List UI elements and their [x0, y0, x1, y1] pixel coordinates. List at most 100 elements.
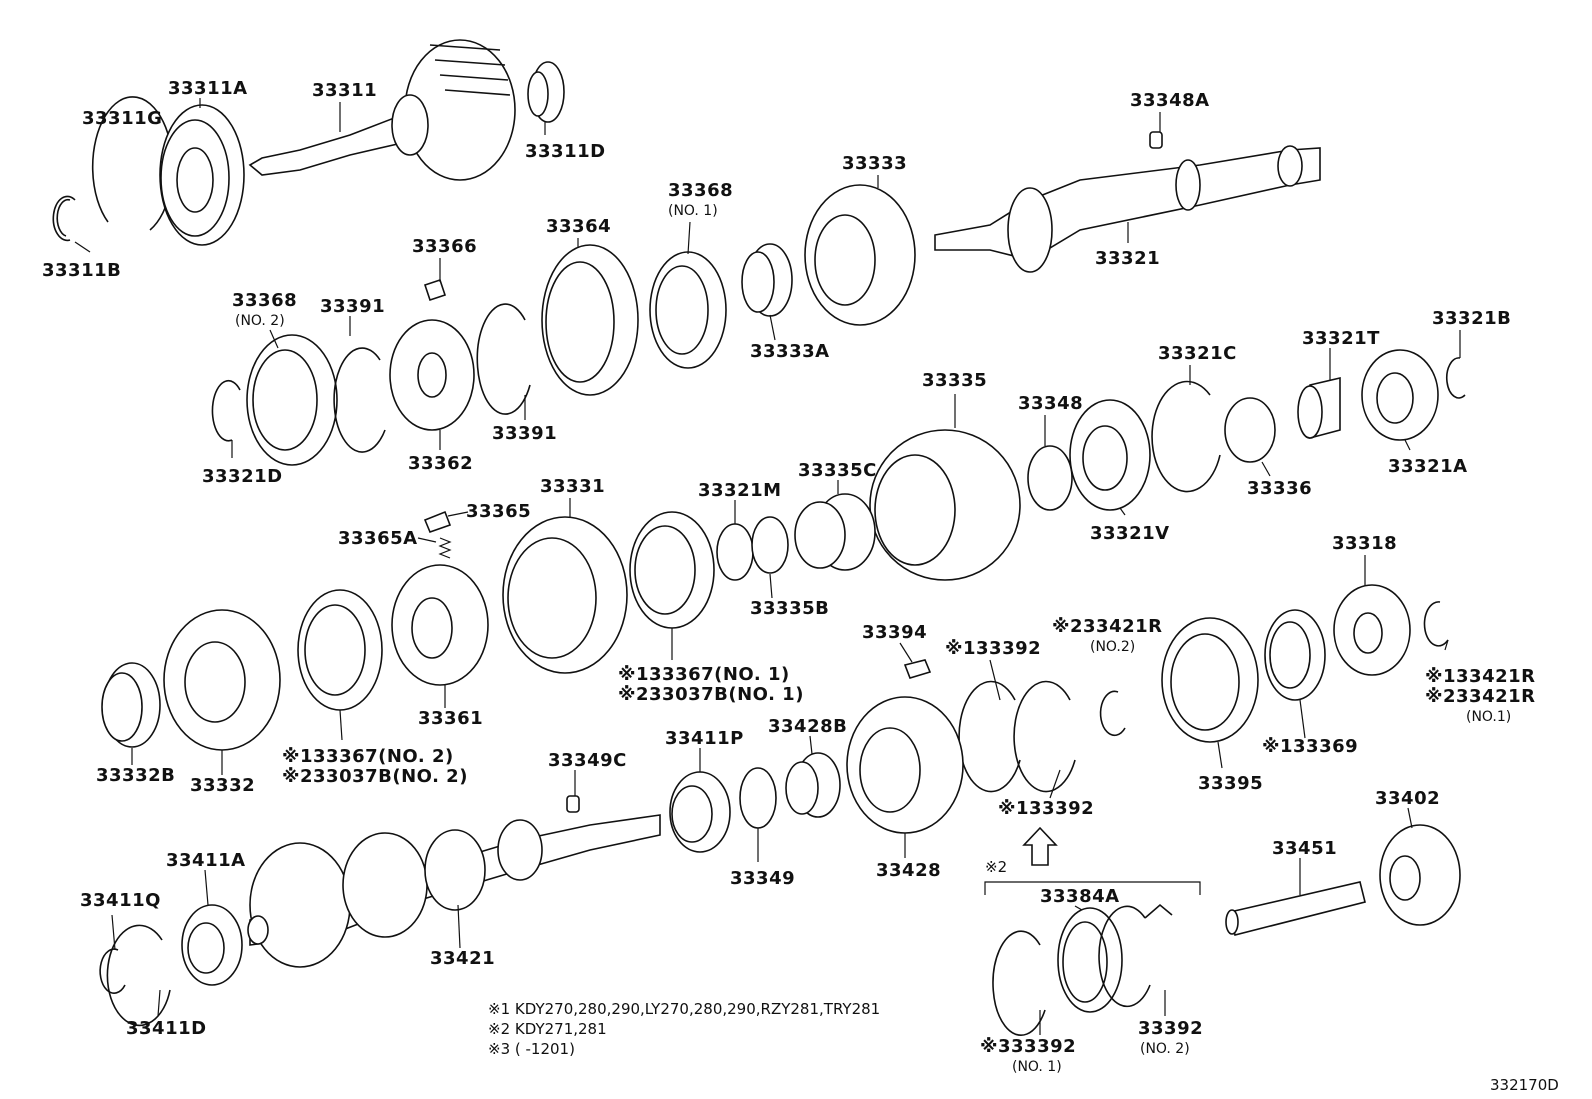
snap-ring-33421R-no2[interactable]	[1099, 690, 1126, 737]
label-33333: 33333	[842, 153, 908, 174]
bearing-33321A[interactable]	[1361, 349, 1439, 441]
label-33411Q: 33411Q	[80, 890, 161, 911]
label-33321A: 33321A	[1388, 456, 1468, 477]
shifting-key-33365[interactable]	[423, 510, 452, 534]
shifting-key-spring-33391a[interactable]	[333, 347, 386, 453]
snap-ring-33392-no2[interactable]	[1098, 903, 1173, 1008]
footnote-3: ※3 ( -1201)	[488, 1040, 575, 1058]
label-33335B: 33335B	[750, 598, 830, 619]
pin-33348A[interactable]	[1149, 131, 1163, 149]
counter-shaft-33421[interactable]	[247, 814, 661, 968]
synchronizer-ring-33369[interactable]	[1264, 609, 1326, 701]
label-33392-no2-sub: (NO. 2)	[1140, 1041, 1190, 1057]
label-33411P: 33411P	[665, 728, 744, 749]
snap-ring-33311B[interactable]	[52, 195, 76, 242]
synchronizer-ring-33368-no1[interactable]	[649, 251, 727, 369]
needle-bearing-33333A[interactable]	[741, 243, 793, 317]
label-33321B: 33321B	[1432, 308, 1512, 329]
gear-33333[interactable]	[804, 184, 916, 326]
label-33369: ※133369	[1262, 736, 1359, 757]
ring-33384A[interactable]	[1057, 907, 1123, 1013]
spacer-33348[interactable]	[1027, 445, 1073, 511]
footnote-2: ※2 KDY271,281	[488, 1020, 607, 1038]
gear-33332[interactable]	[163, 609, 281, 751]
label-33318: 33318	[1332, 533, 1398, 554]
label-33311G: 33311G	[82, 108, 163, 129]
input-shaft-33311[interactable]	[248, 39, 516, 181]
snap-ring-33421R-no1[interactable]	[1423, 601, 1449, 647]
synchronizer-ring-33367-no1[interactable]	[629, 511, 715, 629]
needle-bearing-33428B[interactable]	[785, 752, 841, 818]
label-33451: 33451	[1272, 838, 1338, 859]
bearing-33411P[interactable]	[669, 771, 731, 853]
ring-33321M[interactable]	[716, 523, 754, 581]
label-33391b: 33391	[492, 423, 558, 444]
output-shaft-33321[interactable]	[934, 145, 1321, 273]
label-33428B: 33428B	[768, 716, 848, 737]
label-33311D: 33311D	[525, 141, 606, 162]
label-33335C: 33335C	[798, 460, 877, 481]
gear-33428[interactable]	[846, 696, 964, 834]
label-33321T: 33321T	[1302, 328, 1380, 349]
hub-sleeve-33364[interactable]	[541, 244, 639, 396]
hub-sleeve-33361[interactable]	[391, 564, 489, 686]
ring-33335B[interactable]	[751, 516, 789, 574]
spring-33365A[interactable]	[438, 537, 452, 559]
needle-bearing-33332B[interactable]	[101, 662, 161, 748]
needle-bearing-33335C[interactable]	[794, 493, 876, 571]
snap-ring-33411Q[interactable]	[99, 948, 126, 994]
shifting-key-33394[interactable]	[903, 659, 932, 679]
snap-ring-33321C[interactable]	[1151, 380, 1221, 493]
snap-ring-33392-no1[interactable]	[992, 930, 1046, 1036]
collar-33321T[interactable]	[1297, 376, 1341, 440]
label-33332: 33332	[190, 775, 256, 796]
snap-ring-33321B[interactable]	[1445, 357, 1466, 399]
hub-sleeve-33331[interactable]	[502, 516, 628, 674]
ring-33349[interactable]	[739, 767, 777, 829]
shifting-key-33366[interactable]	[423, 278, 447, 302]
label-mark2: ※2	[985, 858, 1008, 876]
reverse-idler-shaft-33451[interactable]	[1225, 881, 1366, 936]
reverse-idler-gear-33402[interactable]	[1379, 824, 1461, 926]
label-33336: 33336	[1247, 478, 1313, 499]
synchronizer-ring-33368-no2[interactable]	[246, 334, 338, 466]
bearing-33411A[interactable]	[181, 904, 243, 986]
gear-33336[interactable]	[1224, 397, 1276, 463]
hub-sleeve-33362[interactable]	[389, 319, 475, 431]
arrow-up	[1022, 826, 1058, 866]
label-33391a: 33391	[320, 296, 386, 317]
label-33392-mid: ※133392	[998, 798, 1095, 819]
label-33321V: 33321V	[1090, 523, 1170, 544]
label-33321C: 33321C	[1158, 343, 1237, 364]
snap-ring-33321D[interactable]	[211, 380, 241, 442]
label-33349: 33349	[730, 868, 796, 889]
gear-33335[interactable]	[869, 429, 1021, 581]
bearing-33311A[interactable]	[159, 104, 245, 246]
label-33037B-no1: ※233037B(NO. 1)	[618, 684, 804, 705]
snap-ring-33392-top[interactable]	[958, 680, 1021, 793]
snap-ring-33392-mid[interactable]	[1013, 680, 1076, 793]
label-33421: 33421	[430, 948, 496, 969]
label-33365: 33365	[466, 501, 532, 522]
label-33364: 33364	[546, 216, 612, 237]
shifting-key-spring-33391b[interactable]	[476, 303, 531, 415]
label-33368-no2: 33368	[232, 290, 298, 311]
label-33368-no2-sub: (NO. 2)	[235, 313, 285, 329]
label-33331: 33331	[540, 476, 606, 497]
snap-ring-33411D[interactable]	[106, 924, 171, 1027]
hub-sleeve-33395[interactable]	[1161, 617, 1259, 743]
label-33392-top: ※133392	[945, 638, 1042, 659]
pin-33349C[interactable]	[566, 795, 580, 813]
needle-bearing-33311D[interactable]	[527, 61, 565, 123]
label-33321D: 33321D	[202, 466, 283, 487]
label-33037B-no2: ※233037B(NO. 2)	[282, 766, 468, 787]
label-33311B: 33311B	[42, 260, 122, 281]
label-33348A: 33348A	[1130, 90, 1210, 111]
label-33411D: 33411D	[126, 1018, 207, 1039]
bearing-33321V[interactable]	[1069, 399, 1151, 511]
label-33348: 33348	[1018, 393, 1084, 414]
gear-33318[interactable]	[1333, 584, 1411, 676]
synchronizer-ring-33367-no2[interactable]	[297, 589, 383, 711]
label-33311A: 33311A	[168, 78, 248, 99]
